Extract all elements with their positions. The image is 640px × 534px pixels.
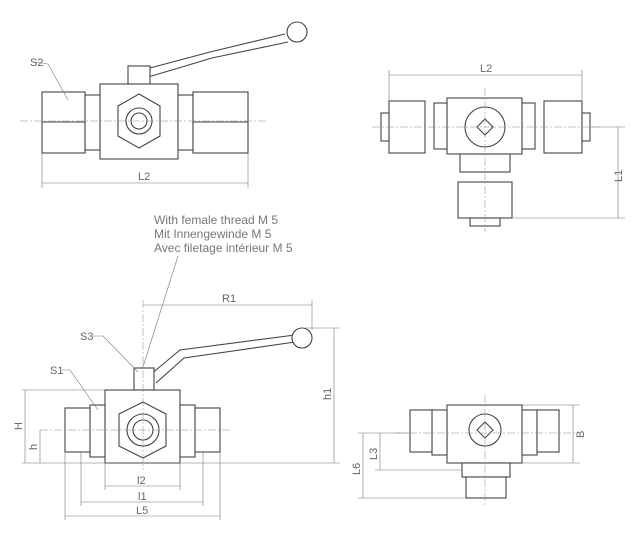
front-view-top: S2 L2 (20, 21, 308, 188)
handle (149, 334, 296, 376)
label-L5: L5 (136, 505, 148, 517)
handle-ball (286, 21, 308, 43)
label-l2: l2 (137, 475, 146, 487)
label-s1: S1 (50, 365, 63, 377)
label-l6: L6 (351, 463, 363, 475)
label-r1: R1 (222, 293, 236, 305)
front-view-bottom: R1 S3 S1 H h h1 l2 l1 L5 (13, 293, 340, 520)
label-s3: S3 (80, 331, 93, 343)
label-l1: L1 (613, 170, 625, 182)
svg-text:With female thread M 5: With female thread M 5 (154, 213, 278, 227)
svg-text:Mit Innengewinde M 5: Mit Innengewinde M 5 (154, 227, 272, 241)
label-h1: h1 (322, 388, 334, 400)
label-l2: L2 (480, 63, 492, 75)
fitting-right (536, 409, 560, 453)
valve-body (446, 97, 523, 155)
label-s2: S2 (30, 57, 43, 69)
label-b: B (575, 431, 587, 438)
label-l2: L2 (138, 171, 150, 183)
nut-right (543, 100, 583, 154)
label-l1: l1 (138, 491, 147, 503)
svg-text:Avec filetage intérieur M 5: Avec filetage intérieur M 5 (154, 241, 293, 255)
side-view-bottom: L6 L3 B (351, 395, 587, 505)
thread-note: With female thread M 5 Mit Innengewinde … (141, 213, 293, 371)
stem-nut (127, 65, 151, 85)
label-h: h (28, 444, 40, 450)
top-view: L2 L1 (372, 63, 625, 232)
fitting-left (409, 409, 433, 453)
handle (134, 33, 286, 73)
label-l3: L3 (368, 448, 380, 460)
fitting-bottom (465, 476, 507, 499)
label-H: H (13, 422, 25, 430)
handle-ball (291, 327, 313, 349)
